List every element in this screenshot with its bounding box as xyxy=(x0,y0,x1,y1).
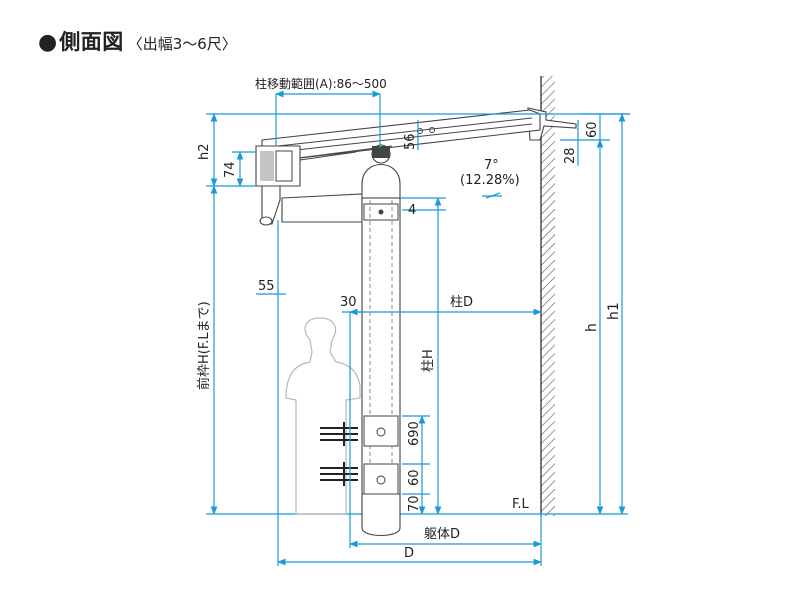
dimension-labels: 柱移動範囲(A):86〜500 7° (12.28%) h2 74 56 60 … xyxy=(196,76,622,561)
label-front-h: 前枠H(F.Lまで) xyxy=(196,301,212,390)
wall xyxy=(540,76,555,516)
label-28: 28 xyxy=(563,147,578,164)
label-post-d: 柱D xyxy=(450,295,473,310)
label-post-h: 柱H xyxy=(421,349,436,372)
label-690: 690 xyxy=(407,421,422,446)
post xyxy=(361,144,401,537)
roof-assembly xyxy=(255,107,577,226)
label-fl: F.L xyxy=(512,497,530,512)
label-d: D xyxy=(404,546,414,561)
person-silhouette xyxy=(285,317,361,515)
diagram-title: ● 側面図 〈出幅3〜6尺〉 xyxy=(38,26,237,56)
label-30: 30 xyxy=(340,295,357,310)
label-h: h xyxy=(584,323,600,332)
label-74: 74 xyxy=(223,161,238,178)
label-56: 56 xyxy=(403,133,418,150)
label-body-d: 躯体D xyxy=(424,526,460,542)
label-60-top: 60 xyxy=(585,121,600,138)
title-sub: 〈出幅3〜6尺〉 xyxy=(127,35,237,53)
anchor-bolts xyxy=(320,422,358,486)
label-h2: h2 xyxy=(197,143,212,160)
label-slope-deg: 7° xyxy=(484,158,499,173)
label-slope-pct: (12.28%) xyxy=(460,173,520,188)
title-bullet: ● xyxy=(38,30,58,55)
label-h1: h1 xyxy=(606,302,622,320)
label-60-bottom: 60 xyxy=(407,469,422,486)
dimension-lines xyxy=(206,90,630,566)
label-4: 4 xyxy=(408,203,416,218)
label-55: 55 xyxy=(258,279,275,294)
label-post-range: 柱移動範囲(A):86〜500 xyxy=(255,76,387,91)
label-70: 70 xyxy=(407,495,422,512)
title-main: 側面図 xyxy=(59,30,124,54)
